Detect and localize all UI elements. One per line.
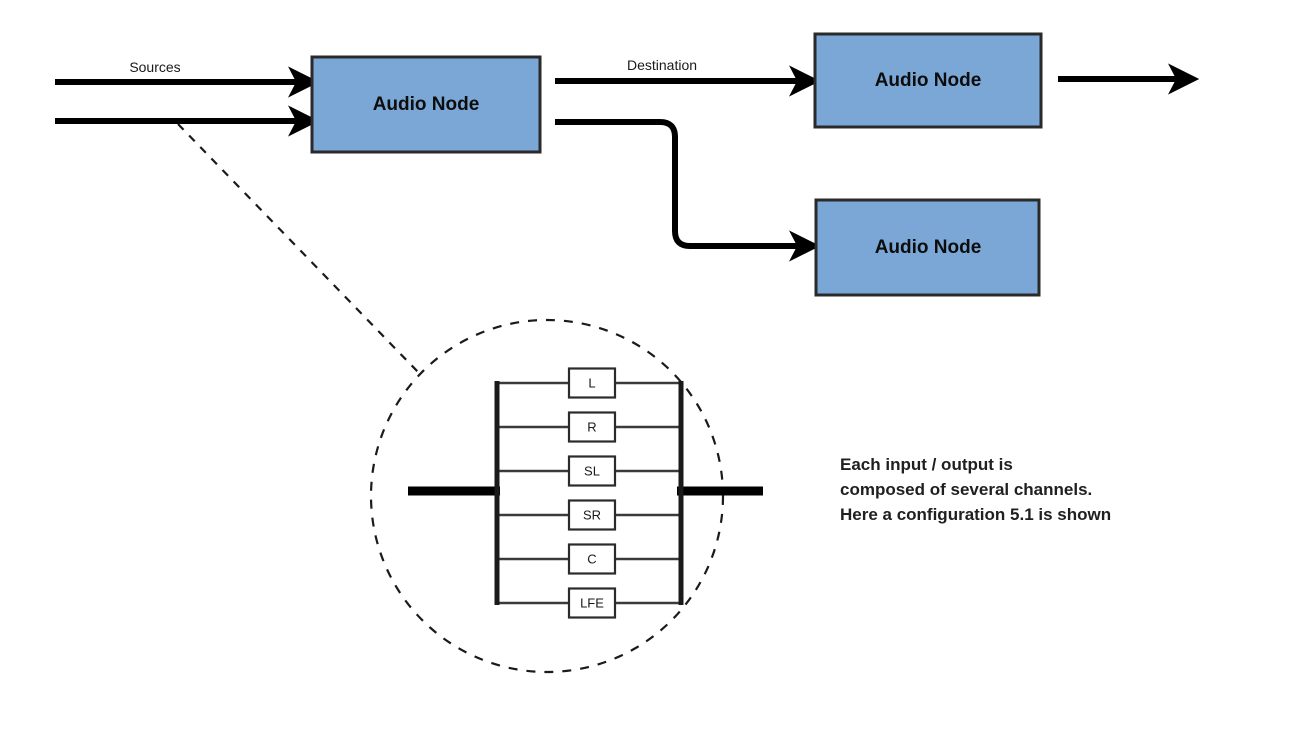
channel-box-lfe-label: LFE <box>580 595 604 610</box>
node-main[interactable]: Audio Node <box>310 55 542 154</box>
channel-box-l-label: L <box>588 375 595 390</box>
node-dest-top-label: Audio Node <box>875 70 982 91</box>
node-dest-bottom-label: Audio Node <box>875 237 982 258</box>
destination-label: Destination <box>627 57 697 73</box>
caption-line-1: Each input / output is <box>840 455 1013 474</box>
channel-box-l[interactable]: L <box>567 367 617 399</box>
channel-box-r[interactable]: R <box>567 411 617 443</box>
channel-box-sr-label: SR <box>583 507 601 522</box>
node-main-rect[interactable] <box>310 55 542 154</box>
channel-box-sl-rect[interactable] <box>567 455 617 487</box>
channel-box-r-rect[interactable] <box>567 411 617 443</box>
channel-detail-group: L R SL SR C LFE <box>408 367 763 619</box>
node-dest-top-rect[interactable] <box>813 32 1043 129</box>
channel-box-c-rect[interactable] <box>567 543 617 575</box>
node-dest-bottom[interactable]: Audio Node <box>814 198 1041 297</box>
connections-group <box>55 63 1200 262</box>
channel-caption: Each input / output is composed of sever… <box>840 455 1111 524</box>
branch-elbow-arrow-path <box>555 119 821 262</box>
channel-box-sr[interactable]: SR <box>567 499 617 531</box>
channel-box-r-label: R <box>587 419 596 434</box>
node-main-label: Audio Node <box>373 94 480 115</box>
magnifier-group <box>177 123 725 674</box>
channel-box-c-label: C <box>587 551 596 566</box>
channel-box-sr-rect[interactable] <box>567 499 617 531</box>
node-dest-top[interactable]: Audio Node <box>813 32 1043 129</box>
channel-box-lfe-rect[interactable] <box>567 587 617 619</box>
caption-line-2: composed of several channels. <box>840 480 1092 499</box>
channel-box-l-rect[interactable] <box>567 367 617 399</box>
flow-labels-group: Sources Destination <box>129 57 697 75</box>
sources-label: Sources <box>129 59 180 75</box>
caption-line-3: Here a configuration 5.1 is shown <box>840 505 1111 524</box>
channel-box-sl-label: SL <box>584 463 600 478</box>
magnifier-leader-line <box>177 123 419 373</box>
channel-box-c[interactable]: C <box>567 543 617 575</box>
node-dest-bottom-rect[interactable] <box>814 198 1041 297</box>
channel-box-sl[interactable]: SL <box>567 455 617 487</box>
magnifier-circle <box>369 318 725 674</box>
channel-box-lfe[interactable]: LFE <box>567 587 617 619</box>
